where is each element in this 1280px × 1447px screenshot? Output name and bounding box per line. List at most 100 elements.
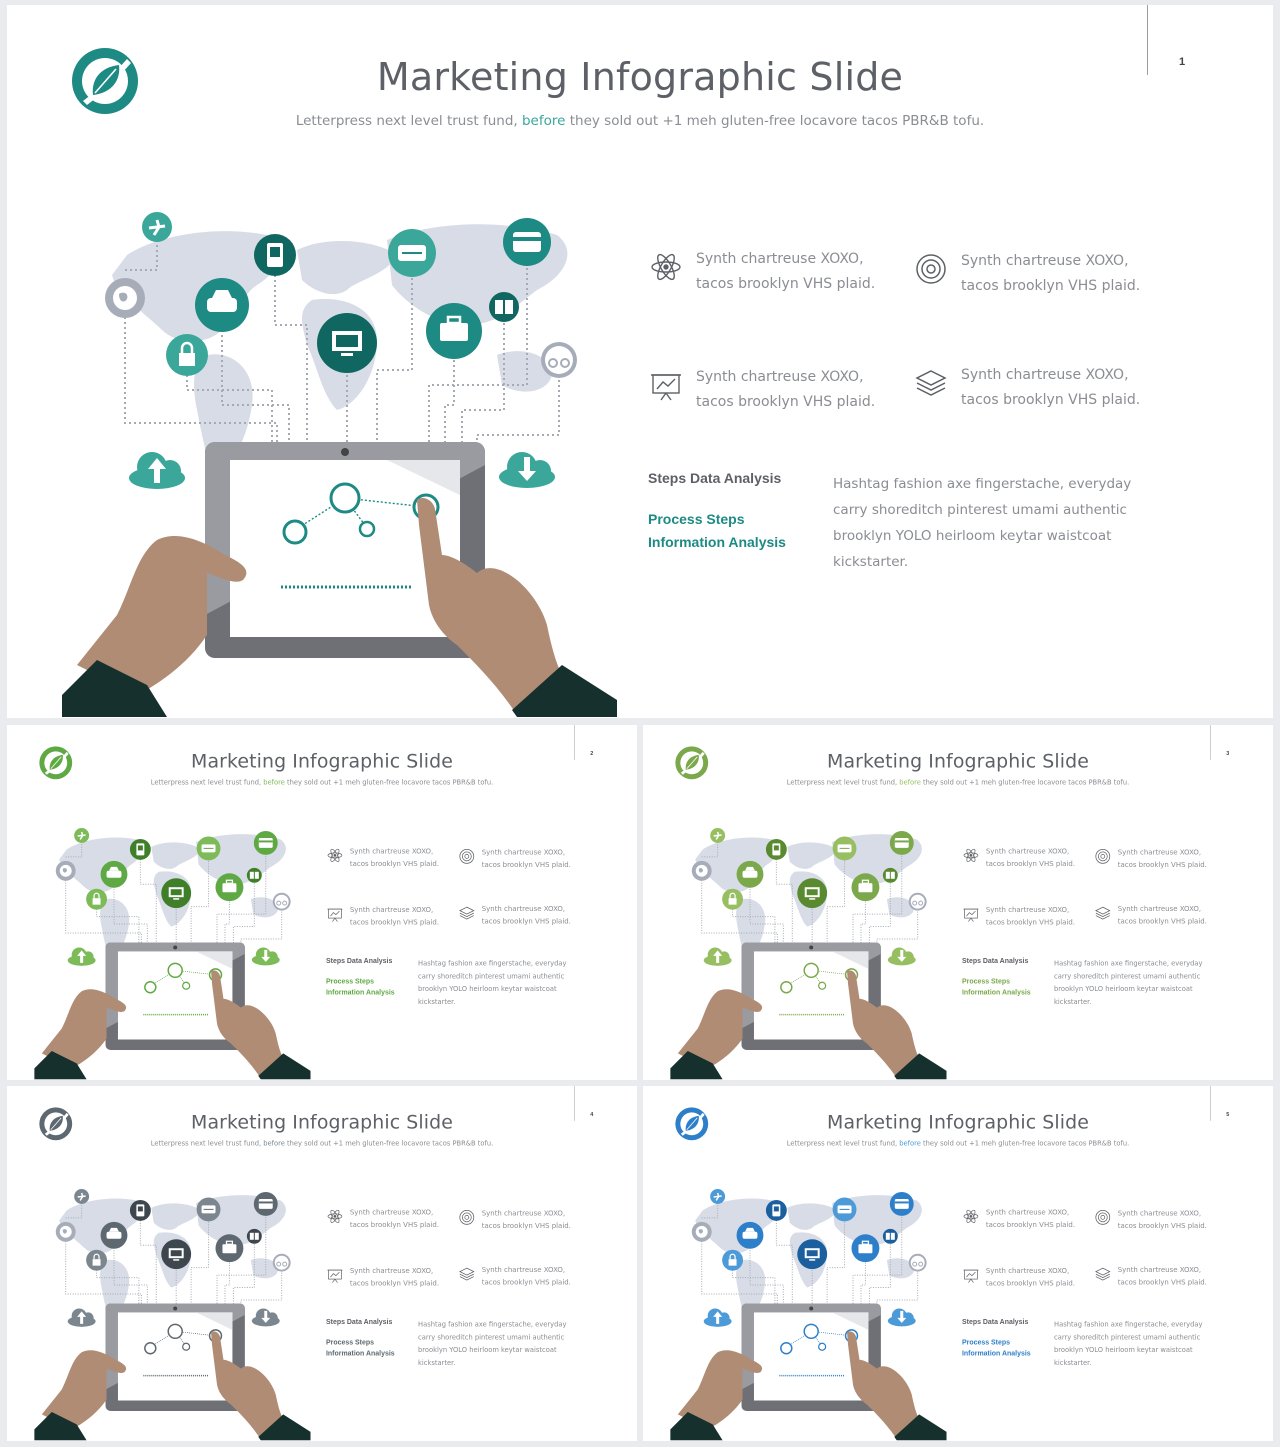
globe-icon — [691, 860, 712, 881]
feature-text-line1: Synth chartreuse XOXO, — [961, 253, 1129, 269]
briefcase-icon — [851, 1234, 880, 1263]
cloud-download-icon — [251, 947, 280, 966]
atom-icon — [327, 1209, 343, 1223]
process-line1: Process Steps — [325, 1337, 375, 1346]
feature-text-line2: tacos brooklyn VHS plaid. — [481, 917, 571, 926]
speakers-icon — [489, 292, 519, 322]
bicycle-icon — [908, 1253, 927, 1272]
feature-text-line2: tacos brooklyn VHS plaid. — [961, 392, 1141, 408]
slide-content: Marketing Infographic Slide Letterpress … — [643, 1086, 1273, 1441]
feature-text-line1: Synth chartreuse XOXO, — [349, 1208, 434, 1217]
feature-text-line2: tacos brooklyn VHS plaid. — [481, 1221, 571, 1230]
briefcase-icon — [851, 873, 880, 902]
briefcase-icon — [215, 1234, 244, 1263]
feature-text-line2: tacos brooklyn VHS plaid. — [985, 1220, 1076, 1229]
feature-text-line1: Synth chartreuse XOXO, — [985, 1208, 1070, 1217]
slide-subtitle: Letterpress next level trust fund, befor… — [786, 1139, 1130, 1148]
slide-subtitle: Letterpress next level trust fund, befor… — [295, 113, 985, 129]
feature-text-line1: Synth chartreuse XOXO, — [696, 251, 864, 267]
mobile-phone-icon — [765, 1199, 787, 1221]
tablet-device — [105, 942, 245, 1050]
slide-2[interactable]: Marketing Infographic Slide Letterpress … — [7, 725, 637, 1080]
target-icon — [1095, 849, 1111, 864]
subtitle-highlight: before — [263, 778, 285, 787]
speakers-icon — [246, 867, 262, 883]
connector-lines — [65, 1195, 283, 1305]
credit-card-icon — [503, 218, 551, 266]
mobile-phone-icon — [129, 838, 151, 860]
feature-text-line1: Synth chartreuse XOXO, — [481, 1209, 566, 1218]
plane-icon — [142, 212, 172, 242]
feature-item: Synth chartreuse XOXO,tacos brooklyn VHS… — [1094, 1264, 1207, 1289]
feature-text-line1: Synth chartreuse XOXO, — [961, 367, 1129, 383]
cloud-upload-icon — [703, 1308, 732, 1327]
left-hand-image — [62, 535, 247, 717]
feature-item: Synth chartreuse XOXO,tacos brooklyn VHS… — [458, 903, 571, 928]
slide-title: Marketing Infographic Slide — [827, 749, 1089, 772]
cloud-download-icon — [251, 1308, 280, 1327]
lock-icon — [86, 1249, 108, 1271]
presentation-board-icon — [963, 908, 979, 922]
layers-icon — [459, 1267, 475, 1281]
process-line1: Process Steps — [961, 1337, 1011, 1346]
leaf-logo-icon — [39, 746, 73, 780]
slide-3[interactable]: Marketing Infographic Slide Letterpress … — [643, 725, 1273, 1080]
speakers-icon — [882, 867, 898, 883]
target-icon — [916, 254, 946, 284]
feature-text-line2: tacos brooklyn VHS plaid. — [696, 276, 876, 292]
cloud-upload-icon — [129, 452, 185, 489]
bicycle-icon — [272, 1253, 291, 1272]
tablet-device — [741, 942, 881, 1050]
bicycle-icon — [272, 892, 291, 911]
keyboard-icon — [832, 1197, 857, 1222]
feature-item: Synth chartreuse XOXO,tacos brooklyn VHS… — [326, 1265, 439, 1290]
slide-title: Marketing Infographic Slide — [376, 55, 904, 99]
feature-item: Synth chartreuse XOXO,tacos brooklyn VHS… — [1094, 903, 1207, 928]
bicycle-icon — [541, 342, 577, 378]
feature-text-line1: Synth chartreuse XOXO, — [1117, 905, 1202, 914]
feature-text-line1: Synth chartreuse XOXO, — [349, 906, 434, 915]
feature-text-line2: tacos brooklyn VHS plaid. — [961, 278, 1141, 294]
feature-item: Synth chartreuse XOXO,tacos brooklyn VHS… — [1094, 846, 1207, 871]
cloud-upload-icon — [67, 947, 96, 966]
mobile-phone-icon — [765, 838, 787, 860]
feature-item: Synth chartreuse XOXO, tacos brooklyn VHS… — [648, 247, 876, 297]
bicycle-icon — [908, 892, 927, 911]
feature-text-line1: Synth chartreuse XOXO, — [481, 1266, 566, 1275]
cloud-download-icon — [887, 947, 916, 966]
slide-5[interactable]: Marketing Infographic Slide Letterpress … — [643, 1086, 1273, 1441]
left-hand-image — [670, 989, 763, 1080]
feature-item: Synth chartreuse XOXO,tacos brooklyn VHS… — [962, 1265, 1075, 1290]
plane-icon — [74, 828, 90, 843]
lock-icon — [86, 888, 108, 910]
right-hand-image — [417, 498, 617, 717]
feature-item: Synth chartreuse XOXO,tacos brooklyn VHS… — [326, 904, 439, 929]
page-number-divider — [1147, 5, 1148, 75]
feature-text-line2: tacos brooklyn VHS plaid. — [985, 918, 1076, 927]
feature-text-line2: tacos brooklyn VHS plaid. — [349, 859, 440, 868]
slide-content: Marketing Infographic Slide Letterpress … — [643, 725, 1273, 1080]
subtitle-highlight: before — [263, 1139, 285, 1148]
steps-title: Steps Data Analysis — [325, 1317, 393, 1326]
feature-item: Synth chartreuse XOXO,tacos brooklyn VHS… — [648, 365, 876, 415]
slide-4[interactable]: Marketing Infographic Slide Letterpress … — [7, 1086, 637, 1441]
feature-text-line1: Synth chartreuse XOXO, — [481, 848, 566, 857]
analysis-description: Hashtag fashion axe fingerstache, everyd… — [1054, 959, 1203, 1007]
right-hand-image — [211, 1331, 311, 1441]
infographic-illustration — [34, 1189, 311, 1441]
atom-icon — [651, 253, 681, 281]
slide-1[interactable]: Marketing Infographic Slide Letterpress … — [7, 5, 1273, 718]
slide-title: Marketing Infographic Slide — [191, 749, 453, 772]
keyboard-icon — [196, 836, 221, 861]
process-line2: Information Analysis — [325, 988, 395, 997]
process-line2: Information Analysis — [648, 534, 786, 550]
feature-item: Synth chartreuse XOXO,tacos brooklyn VHS… — [326, 1206, 439, 1231]
leaf-logo-icon — [675, 746, 709, 780]
feature-item: Synth chartreuse XOXO, tacos brooklyn VHS… — [913, 249, 1141, 299]
slide-subtitle: Letterpress next level trust fund, befor… — [150, 1139, 494, 1148]
presentation-board-icon — [327, 908, 343, 922]
steps-title: Steps Data Analysis — [961, 956, 1029, 965]
lock-icon — [722, 1249, 744, 1271]
feature-text-line2: tacos brooklyn VHS plaid. — [481, 860, 571, 869]
lock-icon — [722, 888, 744, 910]
